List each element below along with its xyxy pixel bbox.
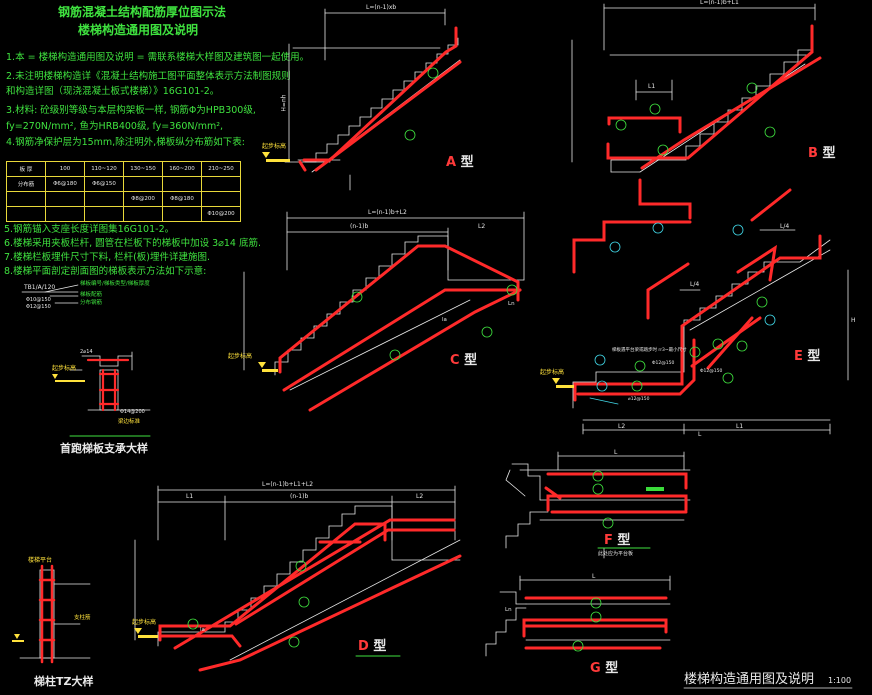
footer-title: 楼梯构造通用图及说明 — [684, 672, 815, 687]
legend-code: TB1/A/120 — [24, 284, 56, 291]
dim-label-g-ln: Ln — [505, 607, 512, 613]
dim-label-c: L=(n-1)b+L2 — [368, 209, 407, 216]
note-line-8: 6.楼梯采用夹板栏杆, 圆管在栏板下的梯板中加设 3⌀14 底筋. — [4, 238, 262, 249]
type-label-d: D 型 — [358, 639, 387, 654]
dim-label-c-la: la — [442, 317, 447, 323]
e-bar-label-2: Φ12@150 — [700, 369, 723, 374]
e-note-label: 梯板遇平台梁或踏步时 rr3~最小尺寸 — [612, 348, 687, 353]
support-bar-label: 2⌀14 — [80, 349, 93, 355]
stair-type-d — [134, 485, 462, 672]
type-label-f: F 型 — [604, 533, 631, 548]
legend-item-2: 梯板配筋 — [80, 292, 103, 298]
dim-label-c-ln: Ln — [508, 301, 515, 307]
dim-label-e-l2: L2 — [618, 423, 626, 430]
sheet-title-1: 钢筋混凝土结构配筋厚位图示法 — [58, 5, 227, 19]
dim-label-d: L=(n-1)b+L1+L2 — [262, 481, 314, 488]
distribution-rebar-table: 板 厚 100 110~120 130~150 160~200 210~250 … — [6, 161, 241, 222]
dim-label-f-l: L — [614, 449, 618, 456]
type-label-a: A 型 — [446, 155, 474, 170]
stair-type-b — [571, 3, 822, 173]
dim-label-a-h: H=nh — [280, 94, 288, 112]
e-bar-label-1: Φ12@150 — [652, 361, 675, 366]
column-detail-title: 梯柱TZ大样 — [34, 675, 94, 688]
dim-label-d-sub: (n-1)b — [290, 493, 309, 500]
legend-bar-2: Φ12@150 — [26, 304, 51, 310]
dim-label-d-la: la — [200, 627, 205, 633]
dim-label-b-l1: L1 — [648, 83, 656, 90]
dim-label-b: L=(n-1)b+L1 — [700, 0, 739, 6]
type-label-c: C 型 — [450, 353, 478, 368]
note-line-3: 和构造详图（现浇混凝土板式楼梯）》16G101-2。 — [6, 86, 220, 97]
start-step-label-e: 起步标高 — [540, 369, 565, 376]
start-step-label-a: 起步标高 — [262, 143, 287, 150]
dim-label-e-l1: L1 — [736, 423, 744, 430]
support-detail-title: 首跑梯板支承大样 — [60, 442, 148, 455]
dim-label-e-h: H — [851, 317, 856, 324]
type-label-b: B 型 — [808, 146, 836, 161]
table-row: Φ8@200 Φ8@180 — [6, 191, 241, 207]
note-line-4: 3.材料: 砼级别等级与本层构架板一样, 钢筋Φ为HPB300级, — [6, 105, 256, 116]
dim-label-d-l2: L2 — [416, 493, 424, 500]
type-label-e: E 型 — [794, 349, 821, 364]
start-step-label-c: 起步标高 — [228, 353, 253, 360]
stair-type-e — [552, 178, 849, 435]
stair-type-c — [243, 211, 525, 412]
dim-label-c-sub: (n-1)b — [350, 223, 369, 230]
column-detail-drawing — [12, 564, 91, 664]
note-line-7: 5.钢筋锚入支座长度详图集16G101-2。 — [4, 224, 175, 235]
note-line-5: fy=270N/mm², 鱼为HRB400级, fy=360N/mm², — [6, 121, 224, 132]
stair-type-a — [262, 8, 462, 191]
legend-item-1: 梯板编号/梯板类型/梯板厚度 — [80, 281, 150, 287]
note-line-10: 8.楼梯平面剖定剖面图的梯板表示方法如下示意: — [4, 266, 207, 277]
footer-scale: 1:100 — [828, 676, 852, 685]
note-line-1: 1.本 = 楼梯构造通用图及说明 = 需联系楼梯大样图及建筑图一起使用。 — [6, 52, 310, 63]
sheet-title-2: 楼梯构造通用图及说明 — [78, 23, 199, 37]
legend-leaders — [21, 284, 79, 304]
table-cell: Φ10@200 — [201, 206, 241, 222]
dim-label-c-l2: L2 — [478, 223, 486, 230]
f-sub-label: 此处应为平台板 — [598, 551, 634, 557]
dim-label-d-l1: L1 — [186, 493, 194, 500]
table-row: Φ10@200 — [6, 206, 241, 222]
type-label-g: G 型 — [590, 661, 619, 676]
support-beam-label: 梁边标准 — [118, 419, 141, 425]
dim-label-e-l: L — [698, 431, 702, 438]
legend-item-3: 分布钢筋 — [80, 300, 103, 306]
note-line-9: 7.楼梯栏板埋件尺寸下料, 栏杆(板)埋件详建施图. — [4, 252, 211, 263]
dim-label-a: L=(n-1)xb — [366, 4, 397, 11]
dim-label-e-l4-2: L/4 — [690, 281, 700, 288]
beam-top-label: 楼梯平台 — [28, 557, 53, 564]
dim-label-g-l: L — [592, 573, 596, 580]
support-bar-label-2: Φ14@200 — [120, 409, 145, 415]
legend-bar-1: Φ10@150 — [26, 297, 51, 303]
column-bar-label: 支柱筋 — [74, 615, 91, 621]
e-bar-label-3: ⌀12@150 — [628, 397, 650, 402]
dim-label-e-l4-1: L/4 — [780, 223, 790, 230]
start-step-label-support: 起步标高 — [52, 365, 77, 372]
note-line-6: 4.钢筋净保护层为15mm,除注明外,梯板纵分布筋如下表: — [6, 137, 245, 148]
support-detail-drawing — [52, 351, 151, 437]
stair-type-f — [505, 451, 691, 559]
stair-type-g — [485, 575, 671, 657]
note-line-2: 2.未注明楼梯构造详《混凝土结构施工图平面整体表示方法制图规则 — [6, 71, 291, 82]
start-step-label-d: 起步标高 — [132, 619, 157, 626]
